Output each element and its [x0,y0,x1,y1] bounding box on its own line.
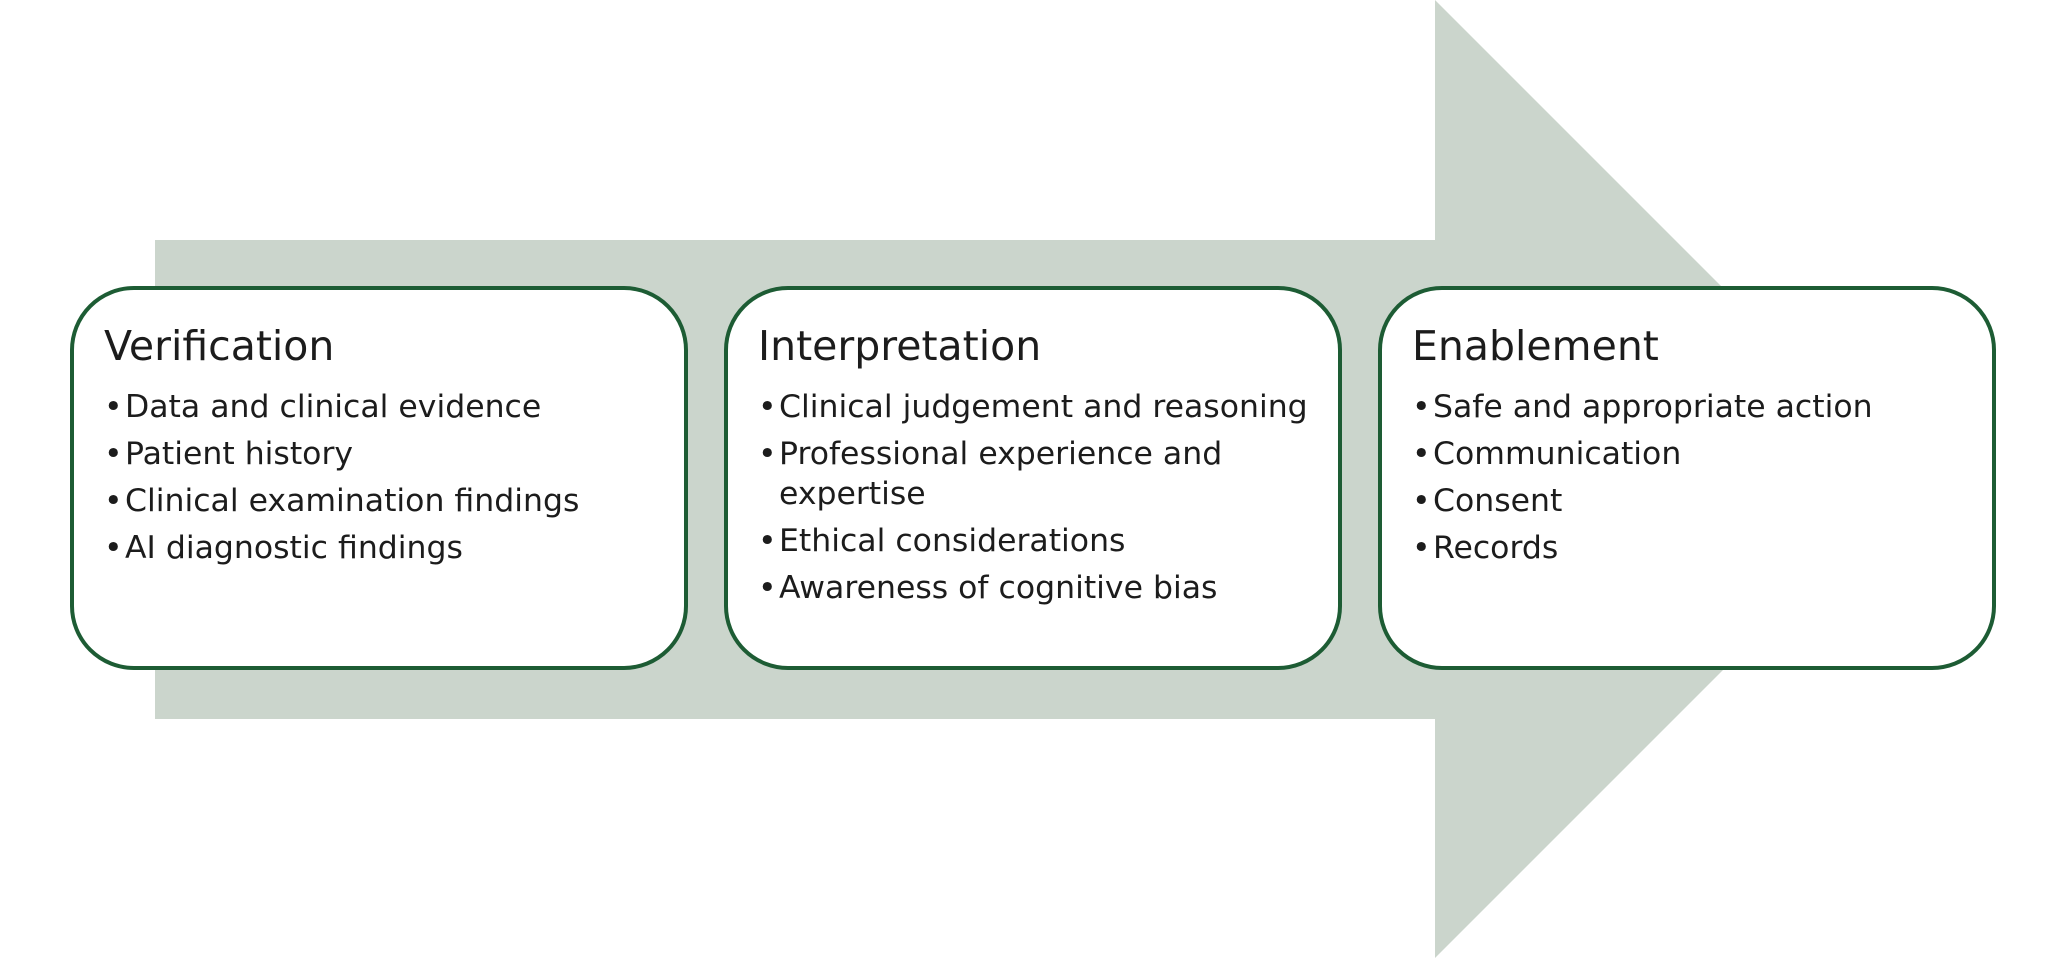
list-item-text: Ethical considerations [779,523,1126,559]
bullet-icon: • [1412,530,1431,566]
list-item-text: Awareness of cognitive bias [779,570,1218,606]
bullet-icon: • [758,570,777,606]
list-item-text: Safe and appropriate action [1433,389,1873,425]
bullet-icon: • [758,389,777,425]
list-item: •Professional experience and expertise [758,434,1312,514]
list-item-text: AI diagnostic findings [125,530,463,566]
list-item-text: Clinical examination findings [125,483,580,519]
bullet-icon: • [1412,436,1431,472]
bullet-icon: • [104,530,123,566]
bullet-icon: • [104,436,123,472]
bullet-icon: • [758,523,777,559]
bullet-icon: • [1412,389,1431,425]
list-item-text: Professional experience and expertise [779,436,1223,512]
bullet-icon: • [104,389,123,425]
list-item: •Clinical examination findings [104,481,658,521]
stage-title: Interpretation [758,322,1042,370]
list-item-text: Patient history [125,436,354,472]
stage-item-list: •Data and clinical evidence •Patient his… [104,387,658,568]
stage-box-enablement: Enablement •Safe and appropriate action … [1378,286,1996,670]
list-item: •Consent [1412,481,1966,521]
list-item: •Patient history [104,434,658,474]
bullet-icon: • [758,436,777,472]
list-item-text: Clinical judgement and reasoning [779,389,1308,425]
stage-title: Verification [104,322,335,370]
list-item-text: Records [1433,530,1559,566]
list-item: •Ethical considerations [758,521,1312,561]
list-item: •Communication [1412,434,1966,474]
list-item: •Awareness of cognitive bias [758,568,1312,608]
list-item: •AI diagnostic findings [104,528,658,568]
stage-item-list: •Safe and appropriate action •Communicat… [1412,387,1966,568]
list-item: •Data and clinical evidence [104,387,658,427]
stage-title: Enablement [1412,322,1659,370]
list-item-text: Consent [1433,483,1563,519]
stage-box-verification: Verification •Data and clinical evidence… [70,286,688,670]
list-item-text: Data and clinical evidence [125,389,542,425]
bullet-icon: • [1412,483,1431,519]
list-item: •Records [1412,528,1966,568]
list-item: •Safe and appropriate action [1412,387,1966,427]
list-item-text: Communication [1433,436,1682,472]
stage-item-list: •Clinical judgement and reasoning •Profe… [758,387,1312,608]
stage-box-interpretation: Interpretation •Clinical judgement and r… [724,286,1342,670]
bullet-icon: • [104,483,123,519]
list-item: •Clinical judgement and reasoning [758,387,1312,427]
